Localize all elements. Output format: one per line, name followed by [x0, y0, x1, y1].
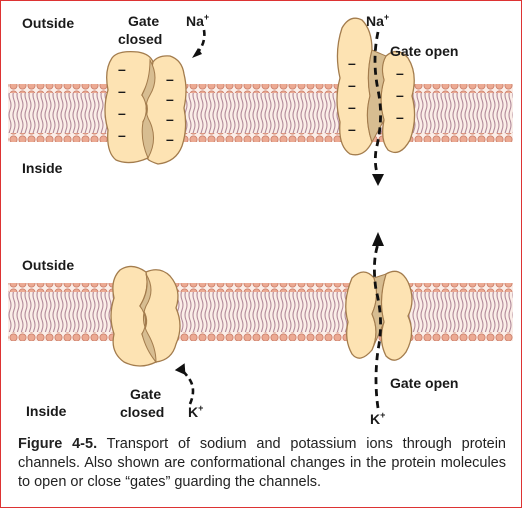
sodium-arrow-closed — [196, 29, 206, 53]
charge-minus: – — [348, 121, 356, 137]
ion-sodium-closed: Na+ — [186, 12, 209, 29]
label-gate-closed-bottom-2: closed — [120, 404, 164, 420]
charge-minus: – — [118, 127, 126, 143]
arrowhead — [372, 232, 384, 246]
gate-charges-open: – – – – – – – — [348, 55, 404, 137]
charge-minus: – — [166, 71, 174, 87]
membrane-diagram: – – – – – – – – – – – – – – – — [8, 12, 513, 427]
ion-potassium-closed: K+ — [188, 403, 203, 420]
charge-minus: – — [166, 131, 174, 147]
charge-minus: – — [118, 83, 126, 99]
charge-minus: – — [396, 87, 404, 103]
potassium-channel-closed — [110, 265, 181, 367]
membrane-top — [8, 84, 513, 142]
potassium-arrow-open — [373, 243, 382, 409]
sodium-arrow-open — [373, 31, 382, 177]
potassium-arrow-closed — [181, 369, 195, 405]
charge-minus: – — [396, 109, 404, 125]
label-gate-open-bottom: Gate open — [390, 375, 458, 391]
ion-potassium-open: K+ — [370, 410, 385, 427]
gate-charges-closed: – – – – – – – – — [118, 61, 174, 147]
label-gate-closed-top-2: closed — [118, 31, 162, 47]
label-inside-bottom: Inside — [26, 403, 67, 419]
label-gate-closed-bottom-1: Gate — [130, 386, 161, 402]
membrane-bottom — [8, 283, 513, 341]
label-gate-open-top: Gate open — [390, 43, 458, 59]
sodium-channel-closed: – – – – – – – – — [104, 50, 187, 165]
ion-sodium-open: Na+ — [366, 12, 389, 29]
arrowhead — [174, 363, 186, 375]
charge-minus: – — [348, 99, 356, 115]
label-gate-closed-top-1: Gate — [128, 13, 159, 29]
label-outside-bottom: Outside — [22, 257, 74, 273]
charge-minus: – — [396, 65, 404, 81]
ion-flow-arrows — [174, 29, 384, 409]
arrowhead — [192, 48, 202, 58]
arrowhead — [372, 174, 384, 186]
charge-minus: – — [118, 61, 126, 77]
charge-minus: – — [348, 55, 356, 71]
charge-minus: – — [118, 105, 126, 121]
figure-caption-text: Transport of sodium and potassium ions t… — [18, 436, 506, 490]
charge-minus: – — [348, 77, 356, 93]
charge-minus: – — [166, 111, 174, 127]
sodium-channel-open: – – – – – – – — [336, 17, 416, 156]
label-inside-top: Inside — [22, 160, 63, 176]
figure-number: Figure 4-5. — [18, 436, 98, 452]
charge-minus: – — [166, 91, 174, 107]
label-outside-top: Outside — [22, 15, 74, 31]
figure-caption: Figure 4-5. Transport of sodium and pota… — [18, 435, 506, 492]
